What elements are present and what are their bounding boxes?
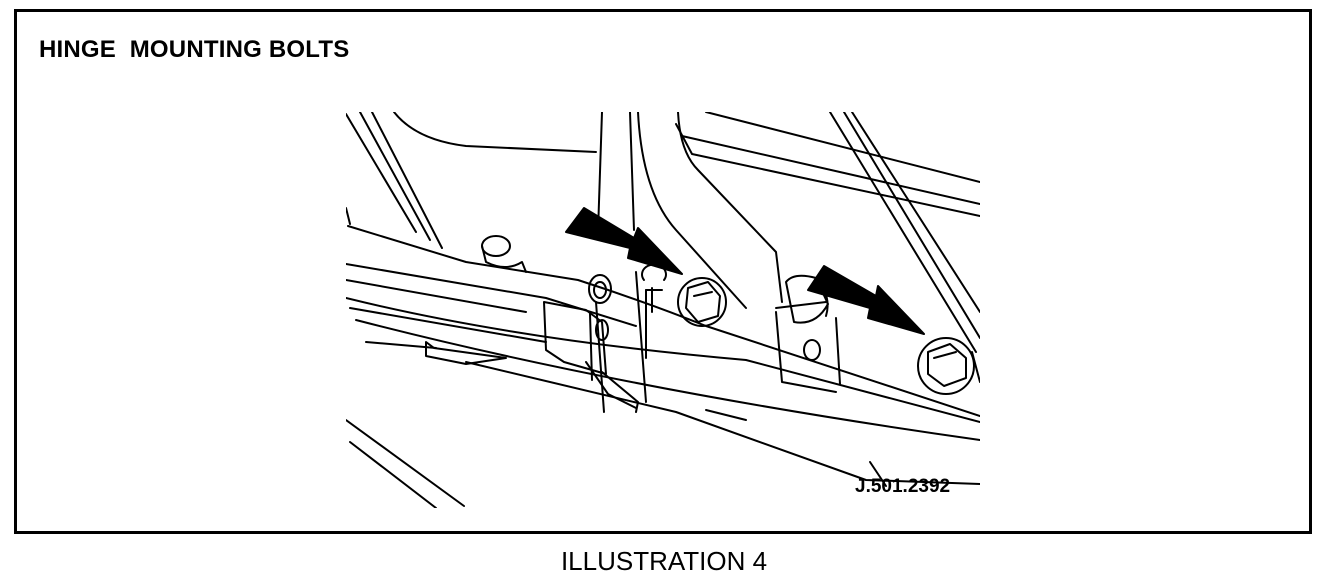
upper-panel-edges [346,112,597,249]
hinge-bracket [425,263,841,413]
illustration-caption: ILLUSTRATION 4 [560,546,768,576]
hinge-bolt-right [917,337,980,395]
diagram-title: HINGE MOUNTING BOLTS [39,36,350,63]
illustration-frame: HINGE MOUNTING BOLTS [14,9,1312,534]
hinge-arm-outline [597,112,980,309]
reference-code: J.501.2392 [855,476,951,497]
arrow-icon [565,207,925,335]
hinge-line-drawing [346,112,980,508]
right-strut [829,112,980,353]
locating-stud [481,235,527,273]
hinge-bolt-left [677,277,727,327]
